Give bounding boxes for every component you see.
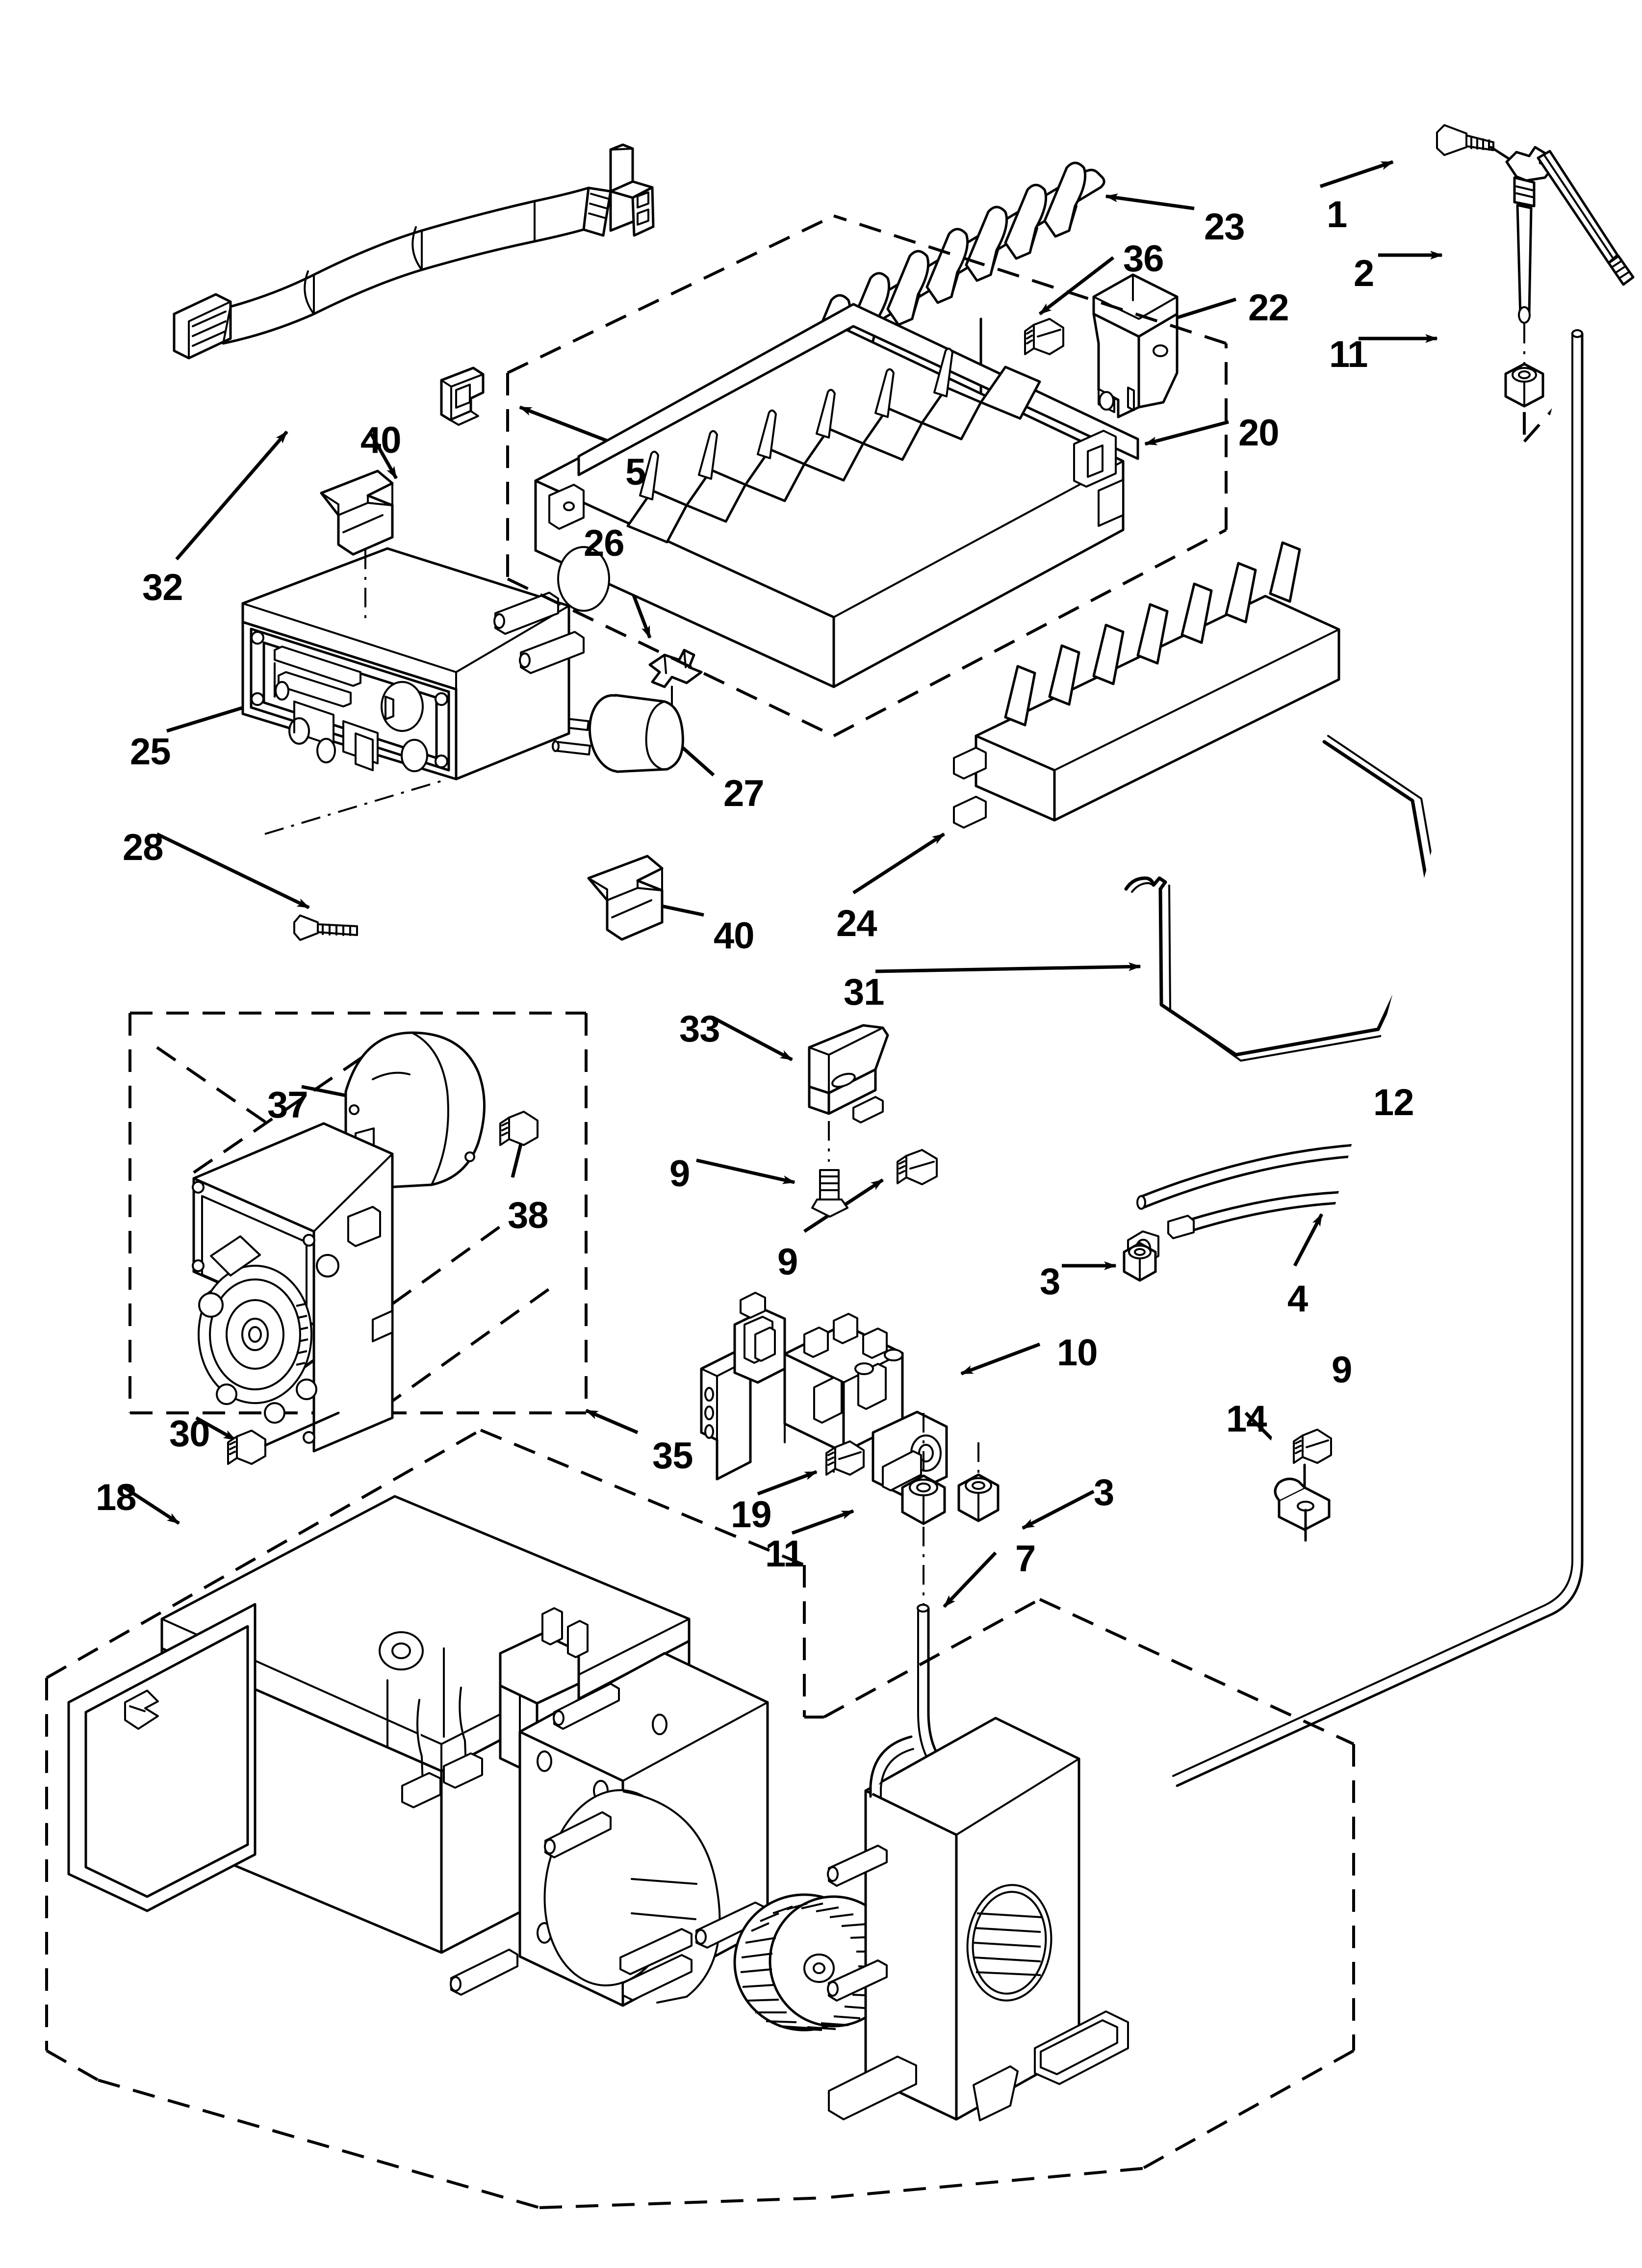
part-thermostat-motor [550, 694, 684, 773]
part-screw-9a [811, 1169, 848, 1218]
part-module-assembly-35 [128, 1012, 588, 1414]
callout-5: 5 [625, 451, 646, 493]
callout-3-a: 3 [1040, 1261, 1060, 1303]
part-fill-arm-assembly [1172, 124, 1635, 1787]
callout-9-c: 9 [1332, 1349, 1352, 1391]
part-screw-28 [293, 914, 358, 941]
callout-2: 2 [1354, 253, 1374, 294]
callout-11-b: 11 [765, 1533, 804, 1575]
callout-30: 30 [169, 1413, 210, 1455]
callout-22: 22 [1248, 287, 1289, 329]
callout-24: 24 [836, 903, 877, 944]
part-nut-3b [957, 1442, 1000, 1522]
part-screw-19 [825, 1440, 865, 1476]
part-screw-38 [499, 1111, 539, 1146]
callout-38: 38 [508, 1195, 549, 1236]
part-screw-9b [897, 1149, 938, 1185]
part-shim-bracket-upper [320, 469, 394, 621]
callout-12: 12 [1373, 1082, 1414, 1123]
callout-25: 25 [130, 731, 171, 773]
callout-37: 37 [267, 1084, 308, 1126]
part-stripper-comb [953, 541, 1340, 829]
part-nut-11b [901, 1413, 946, 1604]
callout-7: 7 [1015, 1538, 1036, 1580]
callout-20: 20 [1238, 412, 1280, 454]
part-nut-3a [1123, 1242, 1157, 1282]
part-mounting-bracket-33 [808, 1024, 889, 1162]
callout-19: 19 [731, 1494, 772, 1536]
callout-14: 14 [1226, 1398, 1267, 1440]
callout-1: 1 [1327, 194, 1347, 235]
part-water-inlet-valve [700, 1292, 948, 1498]
callout-26: 26 [584, 522, 625, 564]
part-gearbox-plate [192, 1122, 394, 1453]
part-shim-bracket-lower [587, 855, 664, 941]
callout-40-a: 40 [360, 419, 402, 461]
part-clip-5 [440, 366, 485, 426]
callout-23: 23 [1204, 206, 1245, 248]
part-wiring-harness [173, 143, 655, 360]
callout-31: 31 [844, 971, 885, 1013]
callout-36: 36 [1123, 238, 1164, 280]
callout-18: 18 [96, 1477, 137, 1518]
part-tubing-clamp-14 [1274, 1429, 1332, 1542]
callout-4: 4 [1287, 1278, 1308, 1320]
callout-33: 33 [679, 1008, 720, 1050]
part-water-fill-cup [1092, 273, 1179, 418]
part-ice-mold-body [493, 214, 1228, 737]
callout-10: 10 [1057, 1332, 1098, 1374]
callout-32: 32 [142, 567, 183, 608]
callout-27: 27 [723, 773, 765, 814]
callout-9-b: 9 [777, 1241, 798, 1283]
part-retainer-clip [648, 649, 703, 731]
part-fan-mount-plate [450, 1652, 769, 2007]
callout-35: 35 [652, 1435, 693, 1477]
callout-9-a: 9 [669, 1153, 690, 1195]
part-complete-assembly-18 [45, 1429, 1355, 2209]
callout-40-b: 40 [714, 915, 755, 957]
part-evaporator-housing [827, 1717, 1129, 2121]
callout-28: 28 [123, 827, 164, 868]
part-screw-30 [227, 1411, 340, 1465]
callout-3-b: 3 [1094, 1472, 1114, 1513]
callout-11-a: 11 [1329, 334, 1368, 375]
part-icemaker-housing-cover [241, 547, 570, 835]
